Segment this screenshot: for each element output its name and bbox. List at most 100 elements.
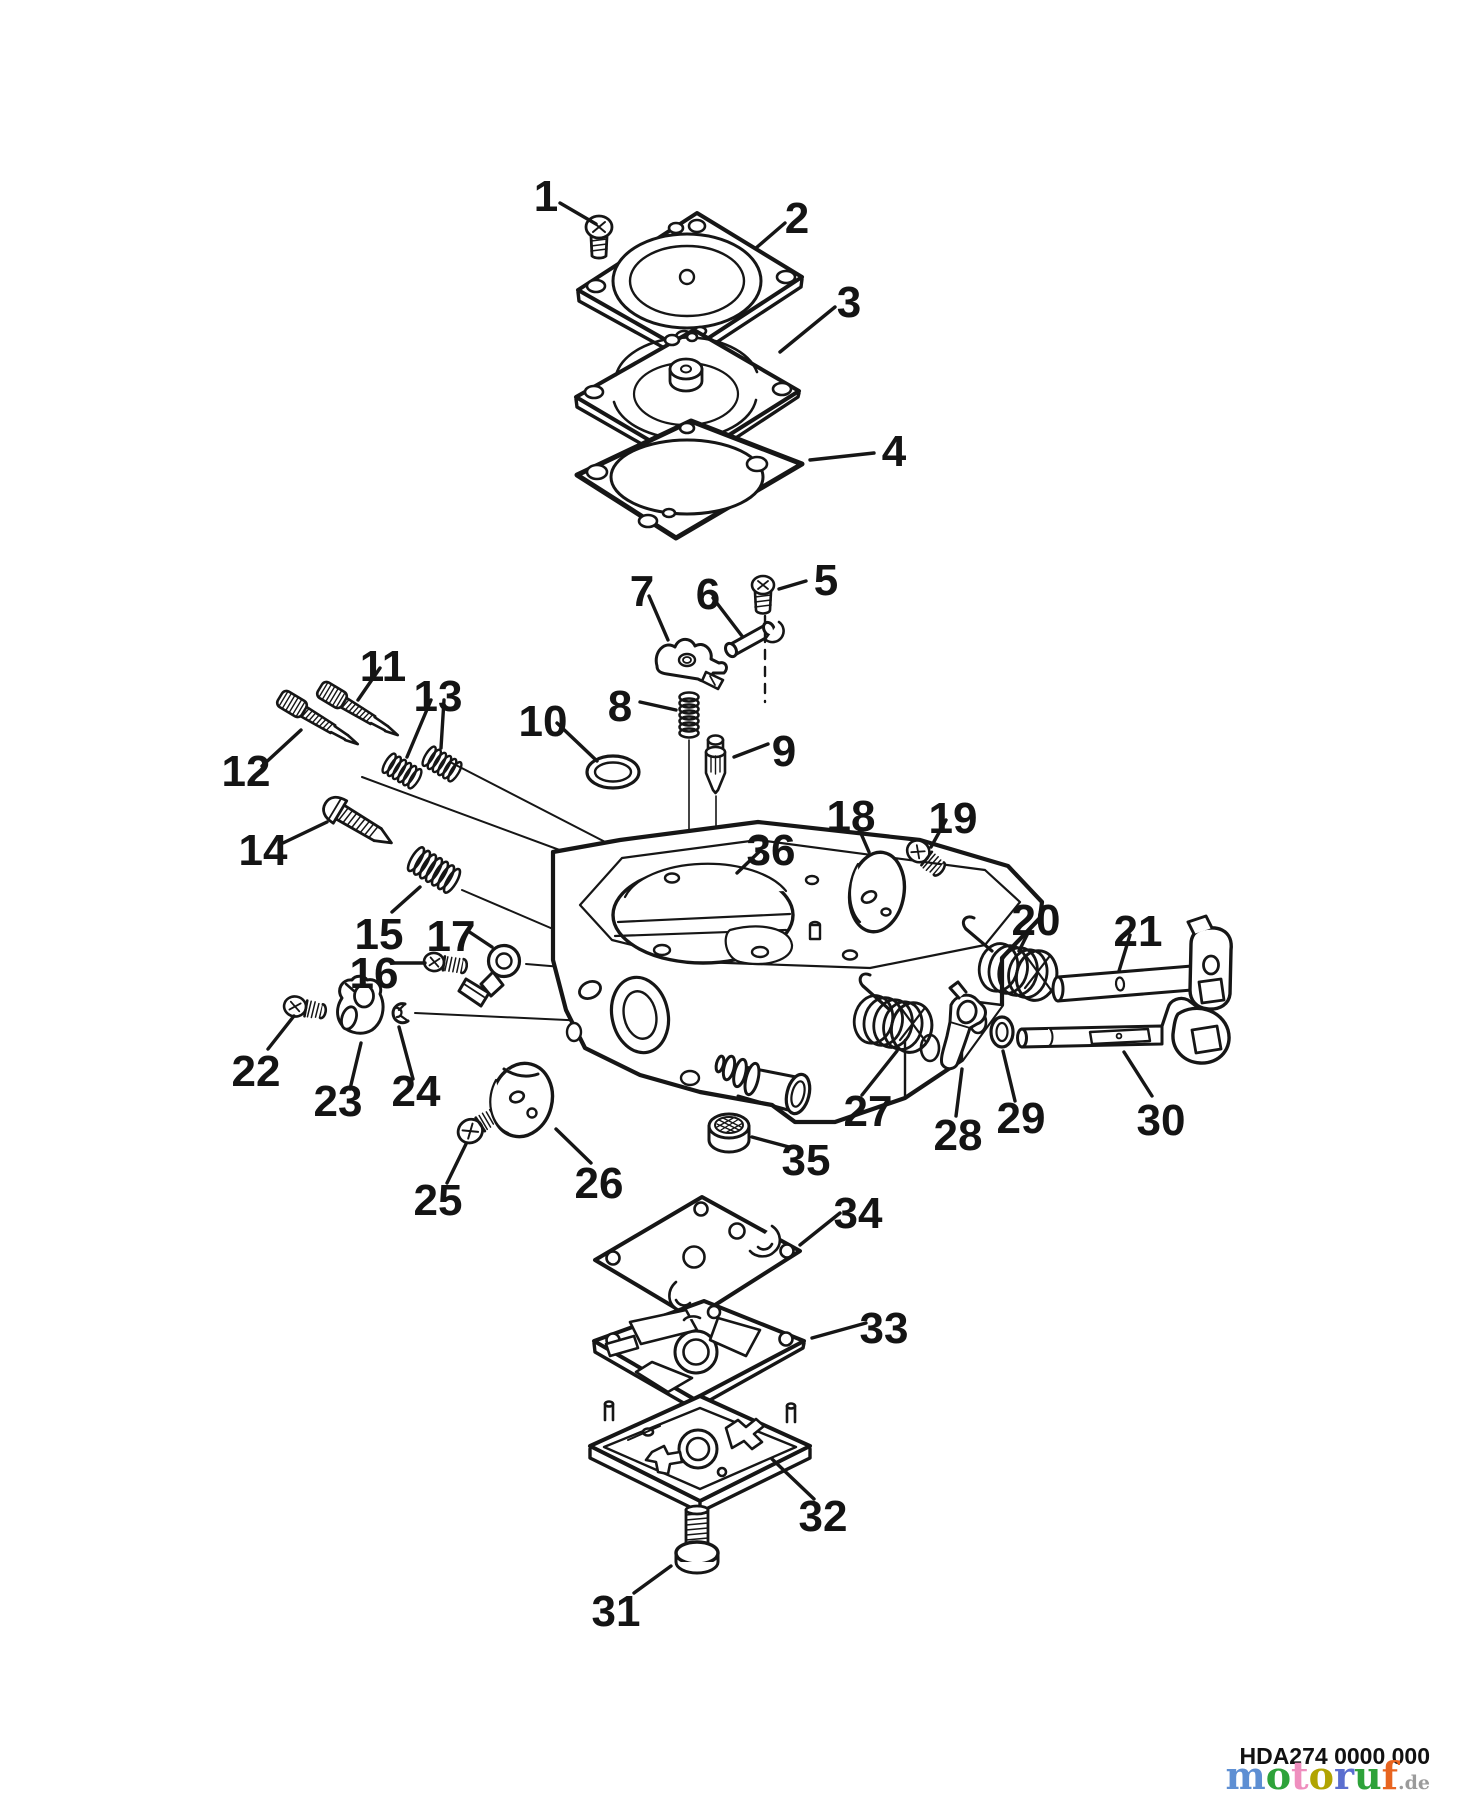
part-number-label-23: 23: [314, 1077, 363, 1126]
part-35-inlet-screen: [707, 1112, 751, 1154]
part-number-label-36: 36: [747, 826, 796, 875]
watermark-logo: motoruf.de: [1225, 1753, 1430, 1798]
part-number-label-12: 12: [222, 747, 271, 796]
part-14-screw: [322, 795, 393, 845]
leader-line-33: [810, 1321, 868, 1340]
leader-line-12: [260, 728, 303, 768]
leader-line-32: [770, 1457, 816, 1501]
part-number-label-33: 33: [860, 1304, 909, 1353]
part-number-label-2: 2: [785, 194, 809, 243]
leader-line-8: [638, 700, 678, 712]
part-number-label-16: 16: [350, 949, 399, 998]
part-number-label-25: 25: [414, 1176, 463, 1225]
leader-line-24: [397, 1025, 415, 1081]
part-number-label-35: 35: [782, 1136, 831, 1185]
part-23-plate: [336, 974, 385, 1035]
part-number-label-9: 9: [772, 727, 796, 776]
part-7-metering-lever: [654, 637, 728, 691]
leader-line-19: [929, 818, 948, 849]
leader-line-4: [808, 451, 876, 462]
leader-line-13: [405, 698, 433, 759]
leader-line-21: [1117, 933, 1132, 973]
part-number-label-34: 34: [834, 1189, 883, 1238]
part-18-choke-plate: [847, 850, 907, 934]
part-22-screw: [282, 995, 328, 1020]
leader-line-10: [555, 721, 599, 763]
leader-line-11: [356, 666, 382, 702]
leader-line-34: [798, 1211, 842, 1247]
leader-line-26: [554, 1127, 593, 1165]
leader-line-30: [1122, 1050, 1154, 1098]
part-number-label-11: 11: [360, 642, 407, 691]
part-32-pump-cover: [588, 1394, 812, 1514]
part-17-swivel: [457, 943, 522, 1008]
leader-line-14: [281, 820, 329, 845]
part-2-diaphragm-cover: [576, 211, 804, 363]
leader-line-25: [445, 1142, 468, 1185]
part-number-label-4: 4: [882, 427, 907, 476]
leader-line-2: [754, 221, 787, 250]
part-30-throttle-shaft: [1016, 996, 1231, 1065]
part-3-diaphragm: [574, 328, 801, 472]
part-number-label-24: 24: [392, 1067, 441, 1116]
leader-line-5: [777, 579, 808, 591]
part-20-torsion-spring: [961, 915, 1059, 1002]
part-number-label-20: 20: [1012, 896, 1061, 945]
part-9-inlet-needle: [704, 734, 727, 795]
leader-line-17: [466, 929, 494, 949]
leader-line-29: [1001, 1049, 1017, 1103]
part-31-screw: [674, 1504, 720, 1575]
part-26-throttle-plate: [489, 1061, 555, 1139]
leader-line-3: [778, 305, 837, 354]
part-5-screw: [750, 574, 776, 615]
part-13-spring-b: [421, 745, 463, 783]
part-number-label-26: 26: [575, 1159, 624, 1208]
part-11-adjust-needle: [315, 680, 400, 737]
part-24-e-clip: [391, 1002, 410, 1025]
leader-line-1: [558, 201, 598, 226]
part-13-spring-a: [381, 752, 423, 790]
part-number-label-21: 21: [1114, 907, 1163, 956]
part-number-label-28: 28: [934, 1111, 983, 1160]
part-number-label-8: 8: [608, 682, 632, 731]
part-8-spring: [678, 691, 700, 739]
part-number-label-10: 10: [519, 697, 568, 746]
part-number-label-31: 31: [592, 1587, 641, 1636]
part-number-label-29: 29: [997, 1094, 1046, 1143]
part-33-pump-plate: [592, 1299, 806, 1411]
leader-line-13: [439, 698, 446, 750]
part-4-gasket: [574, 418, 805, 541]
part-number-label-22: 22: [232, 1047, 281, 1096]
part-number-label-27: 27: [844, 1087, 893, 1136]
part-number-label-13: 13: [414, 672, 463, 721]
part-34-pump-gasket: [593, 1195, 802, 1321]
part-number-label-18: 18: [827, 792, 876, 841]
part-15-spring: [406, 846, 462, 894]
part-number-label-32: 32: [799, 1492, 848, 1541]
part-number-label-19: 19: [929, 794, 978, 843]
part-number-label-7: 7: [630, 567, 654, 616]
document-code: HDA274 0000 000: [1239, 1743, 1430, 1769]
part-number-label-30: 30: [1137, 1096, 1186, 1145]
part-number-label-1: 1: [534, 172, 558, 221]
part-number-label-17: 17: [427, 912, 476, 961]
leader-line-7: [647, 594, 670, 642]
part-number-label-3: 3: [837, 278, 861, 327]
leader-line-36: [735, 849, 762, 875]
leader-line-15: [390, 885, 422, 914]
part-28-lever: [940, 980, 987, 1071]
leader-line-27: [860, 1049, 899, 1097]
leader-line-23: [348, 1041, 363, 1091]
leader-line-31: [632, 1564, 673, 1595]
part-36-carburetor-body: [550, 819, 1045, 1125]
part-27-torsion-spring: [852, 972, 934, 1054]
leader-line-28: [954, 1067, 964, 1118]
part-number-label-5: 5: [814, 556, 838, 605]
part-21-choke-shaft: [1051, 914, 1233, 1011]
part-number-label-14: 14: [239, 826, 288, 875]
part-16-screw: [422, 951, 469, 975]
part-number-label-15: 15: [355, 910, 404, 959]
